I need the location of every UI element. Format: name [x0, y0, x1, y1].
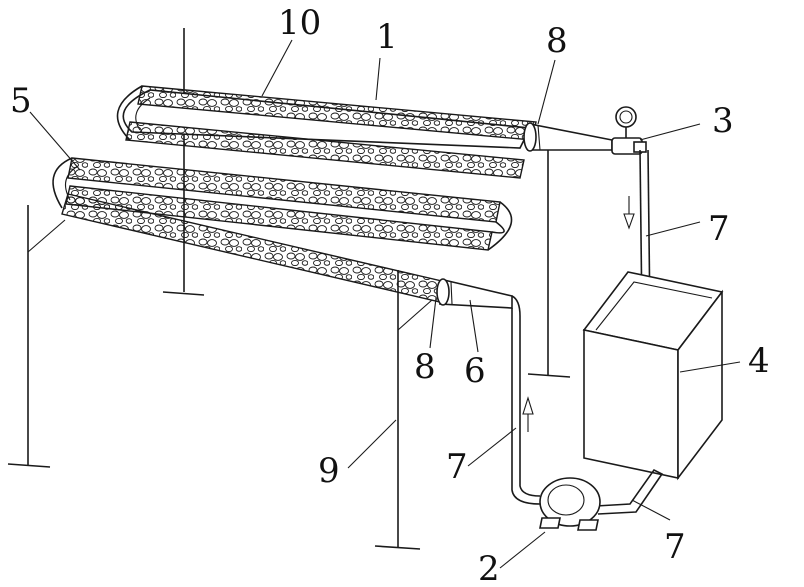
- label-8-lower: 8: [414, 347, 436, 387]
- label-7-supply-pipe: 7: [446, 447, 468, 487]
- label-7-tank-outlet: 7: [664, 527, 686, 567]
- upper-filter-assembly: [118, 86, 537, 178]
- tank-outlet-pipe: [596, 470, 662, 514]
- label-2-pump: 2: [478, 549, 500, 587]
- flow-arrow-up-icon: [523, 398, 533, 432]
- valve-gauge: [612, 107, 646, 154]
- label-3-valve: 3: [712, 101, 734, 141]
- flow-arrow-down-icon: [624, 196, 634, 228]
- support-stand-back-right: [528, 150, 570, 377]
- label-1-filter-tube: 1: [376, 17, 398, 57]
- outlet-cone-lower: [437, 279, 512, 308]
- pump: [540, 478, 600, 530]
- label-5-u-bend: 5: [10, 81, 32, 121]
- label-6-cone: 6: [464, 351, 486, 391]
- supply-pipe: [512, 296, 540, 504]
- label-9-stand: 9: [318, 451, 340, 491]
- label-4-tank: 4: [748, 341, 770, 381]
- label-10: 10: [278, 3, 321, 43]
- water-tank: [584, 272, 722, 478]
- support-stand-front-left: [8, 205, 65, 467]
- label-8-upper: 8: [546, 21, 568, 61]
- support-stand-front-right: [375, 270, 432, 549]
- support-stand-back-left: [163, 28, 204, 295]
- outlet-cone-upper: [524, 123, 612, 151]
- label-7-return-pipe: 7: [708, 209, 730, 249]
